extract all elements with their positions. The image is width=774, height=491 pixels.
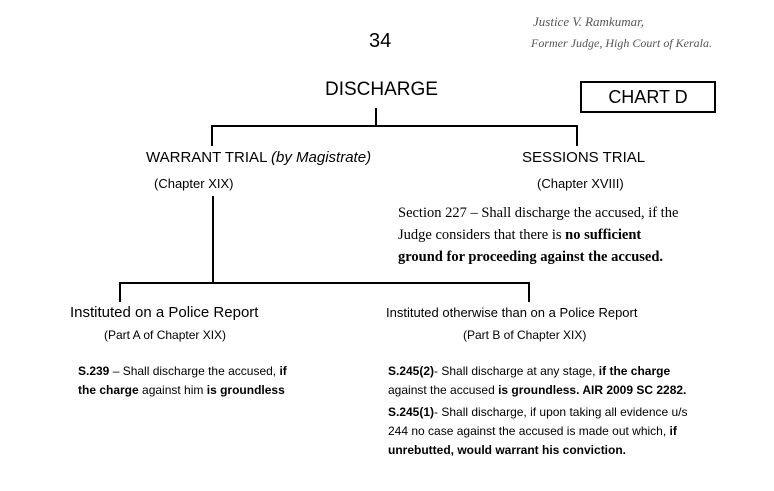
section-245-2-prefix: S.245(2) [388,364,435,378]
section-245-1-text1: - Shall discharge, if upon taking all ev… [434,405,688,419]
author-name: Justice V. Ramkumar, [533,14,644,29]
section-239-text1: – Shall discharge the accused, [109,364,280,378]
section-245-1-text2: 244 no case against the accused is made … [388,424,670,438]
section-239-text: S.239 – Shall discharge the accused, if … [78,362,287,400]
section-245-2-text2: against the accused [388,383,499,397]
chart-label: CHART D [608,86,688,107]
section-239-line1: S.239 – Shall discharge the accused, if [78,362,287,381]
warrant-trial-suffix: (by Magistrate) [271,149,372,166]
section-245-2-line1: S.245(2)- Shall discharge at any stage, … [388,362,686,381]
section-239-bold2: the charge [78,383,139,397]
police-report-heading: Instituted on a Police Report [70,304,259,321]
otherwise-heading: Instituted otherwise than on a Police Re… [386,305,638,320]
diagram-title: DISCHARGE [325,79,438,100]
sessions-trial-chapter: (Chapter XVIII) [537,176,624,191]
section-245-1-line3: unrebutted, would warrant his conviction… [388,443,627,457]
section-239-text2: against him [138,383,207,397]
warrant-trial-heading: WARRANT TRIAL (by Magistrate) [146,149,371,166]
sessions-trial-heading: SESSIONS TRIAL [522,149,646,166]
section-227-line2: Judge considers that there is no suffici… [398,224,678,246]
section-227-text: Section 227 – Shall discharge the accuse… [398,202,678,268]
section-245-1-line1: S.245(1)- Shall discharge, if upon takin… [388,403,688,422]
section-245-2-bold2: is groundless. AIR 2009 SC 2282. [498,383,687,397]
author-position: Former Judge, High Court of Kerala. [531,36,712,50]
section-245-1-prefix: S.245(1) [388,405,435,419]
section-245-2-line2: against the accused is groundless. AIR 2… [388,381,686,400]
warrant-trial-label: WARRANT TRIAL [146,149,267,166]
section-245-1-bold1: if [669,424,677,438]
police-report-part: (Part A of Chapter XIX) [104,328,227,342]
section-245-2-text: S.245(2)- Shall discharge at any stage, … [388,362,686,400]
section-245-2-bold1: if the charge [598,364,671,378]
warrant-trial-chapter: (Chapter XIX) [154,176,234,191]
section-239-bold3: is groundless [206,383,285,397]
section-227-line2-bold: no sufficient [565,227,642,243]
page-number: 34 [369,30,392,52]
section-227-line3: ground for proceeding against the accuse… [398,249,664,265]
section-227-line2-plain: Judge considers that there is [398,227,566,243]
section-245-1-text: S.245(1)- Shall discharge, if upon takin… [388,403,688,460]
section-239-prefix: S.239 [78,364,110,378]
section-245-2-text1: - Shall discharge at any stage, [434,364,599,378]
section-239-line2: the charge against him is groundless [78,381,287,400]
chart-label-box: CHART D [580,81,716,113]
section-239-bold1: if [279,364,287,378]
section-227-line1: Section 227 – Shall discharge the accuse… [398,205,679,221]
section-245-1-line2: 244 no case against the accused is made … [388,422,688,441]
otherwise-part: (Part B of Chapter XIX) [463,328,587,342]
